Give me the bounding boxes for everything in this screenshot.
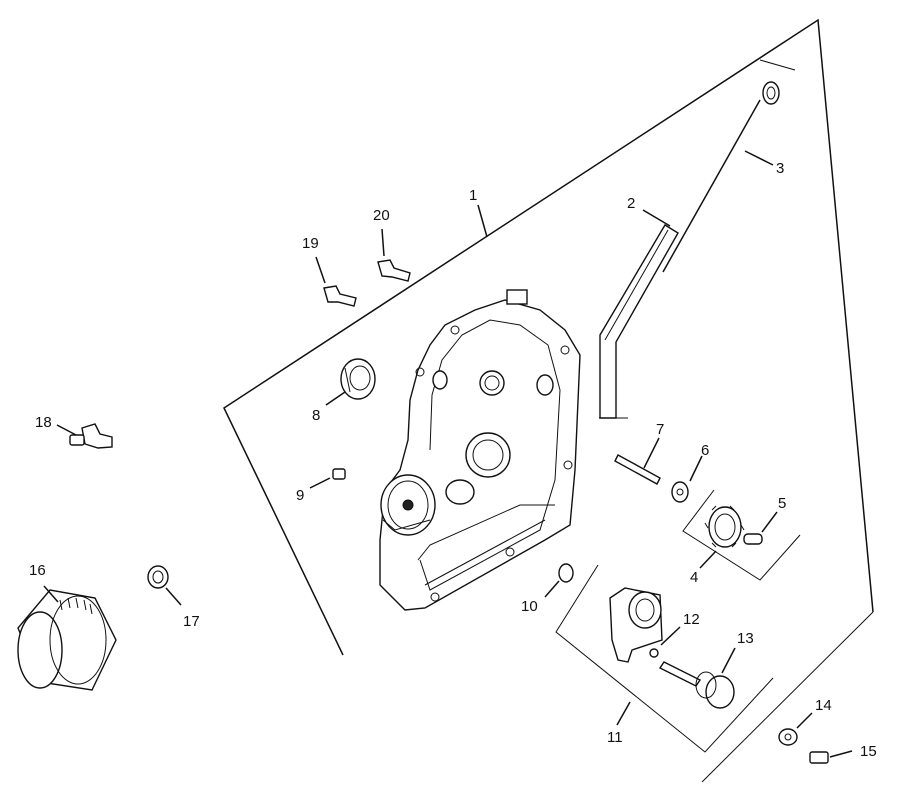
callout-12: 12: [683, 611, 700, 628]
callout-9: 9: [296, 487, 304, 504]
elbow-fitting-part-18: [69, 423, 113, 449]
oring-part-10: [558, 563, 574, 583]
callout-17: 17: [183, 613, 200, 630]
plug-part-9: [332, 468, 346, 480]
bracket-group-4: [682, 489, 801, 581]
bracket-group-11: [555, 564, 774, 753]
callout-18: 18: [35, 414, 52, 431]
callout-13: 13: [737, 630, 754, 647]
bracket-group-14: [701, 611, 874, 783]
callout-15: 15: [860, 743, 877, 760]
dipstick-part: [662, 59, 796, 273]
drain-plug-part-15: [809, 751, 829, 764]
assembly-outline-group-1: [223, 18, 874, 656]
callout-4: 4: [690, 569, 698, 586]
washer-part-14: [778, 728, 798, 746]
bolt-part-20: [377, 259, 411, 282]
pin-part-5: [743, 533, 763, 545]
callout-1: 1: [469, 187, 477, 204]
callout-16: 16: [29, 562, 46, 579]
callout-7: 7: [656, 421, 664, 438]
callout-labels: 1 2 3 4 5 6 7 8 9 10 11 12 13 14 15 16 1…: [29, 160, 877, 760]
fitting-part-17: [147, 565, 169, 589]
callout-11: 11: [607, 729, 623, 746]
oil-filter-part: [17, 589, 117, 691]
shaft-part-7: [614, 454, 661, 485]
callout-8: 8: [312, 407, 320, 424]
bolt-part-19: [323, 285, 357, 307]
callout-5: 5: [778, 495, 786, 512]
clip-part-6: [671, 481, 689, 503]
callout-19: 19: [302, 235, 319, 252]
governor-gear-part: [704, 505, 745, 548]
leader-lines: [43, 150, 853, 758]
callout-3: 3: [776, 160, 784, 177]
dipstick-tube-part: [599, 224, 679, 419]
callout-10: 10: [521, 598, 538, 615]
crankcase-cover-part: [379, 289, 581, 611]
callout-14: 14: [815, 697, 832, 714]
oil-seal-part: [340, 358, 376, 400]
callout-2: 2: [627, 195, 635, 212]
pump-rotor-part: [658, 661, 735, 709]
oil-pump-part: [609, 587, 663, 663]
callout-20: 20: [373, 207, 390, 224]
oring-part-12: [649, 648, 659, 658]
callout-6: 6: [701, 442, 709, 459]
